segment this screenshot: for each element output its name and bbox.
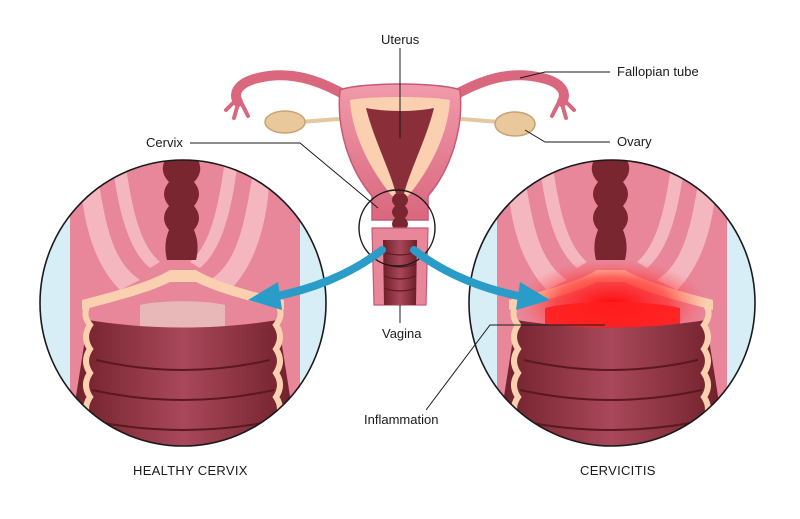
caption-healthy-cervix: HEALTHY CERVIX bbox=[133, 463, 248, 478]
label-uterus: Uterus bbox=[381, 32, 420, 47]
label-inflammation: Inflammation bbox=[364, 412, 439, 427]
arrow-left bbox=[268, 246, 386, 301]
cervix-zoom-circle bbox=[358, 189, 436, 267]
label-vagina: Vagina bbox=[382, 326, 422, 341]
arrow-right bbox=[410, 246, 528, 301]
uterus-illustration bbox=[224, 70, 576, 306]
label-cervix: Cervix bbox=[146, 135, 183, 150]
leader-lines bbox=[190, 48, 610, 411]
label-fallopian-tube: Fallopian tube bbox=[617, 64, 699, 79]
healthy-cervix-closeup bbox=[39, 159, 327, 447]
caption-cervicitis: CERVICITIS bbox=[580, 463, 656, 478]
zoom-arrows bbox=[248, 246, 550, 310]
cervicitis-closeup bbox=[468, 159, 756, 447]
label-ovary: Ovary bbox=[617, 134, 652, 149]
